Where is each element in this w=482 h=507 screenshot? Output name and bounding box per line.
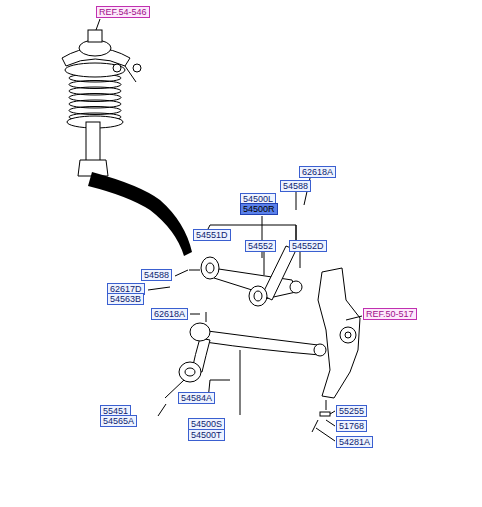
callout-number: 62618A — [299, 166, 336, 178]
callout-number: 54552D — [289, 240, 327, 252]
callout-number: 54551D — [193, 229, 231, 241]
callout-number: 54500T — [188, 429, 225, 441]
callout-number: 54565A — [100, 415, 137, 427]
callout-number: 54584A — [178, 392, 215, 404]
callout-number: 54588 — [280, 180, 311, 192]
callout-number: 54563B — [107, 293, 144, 305]
callout-number: 54281A — [336, 436, 373, 448]
callout-number: 54588 — [141, 269, 172, 281]
callout-number: 54552 — [245, 240, 276, 252]
callout-number: 54500R — [240, 203, 278, 215]
reference-label: REF.54-546 — [96, 6, 150, 18]
callout-number: 51768 — [336, 420, 367, 432]
reference-label: REF.50-517 — [363, 308, 417, 320]
callout-number: 55255 — [336, 405, 367, 417]
callout-number: 62618A — [151, 308, 188, 320]
